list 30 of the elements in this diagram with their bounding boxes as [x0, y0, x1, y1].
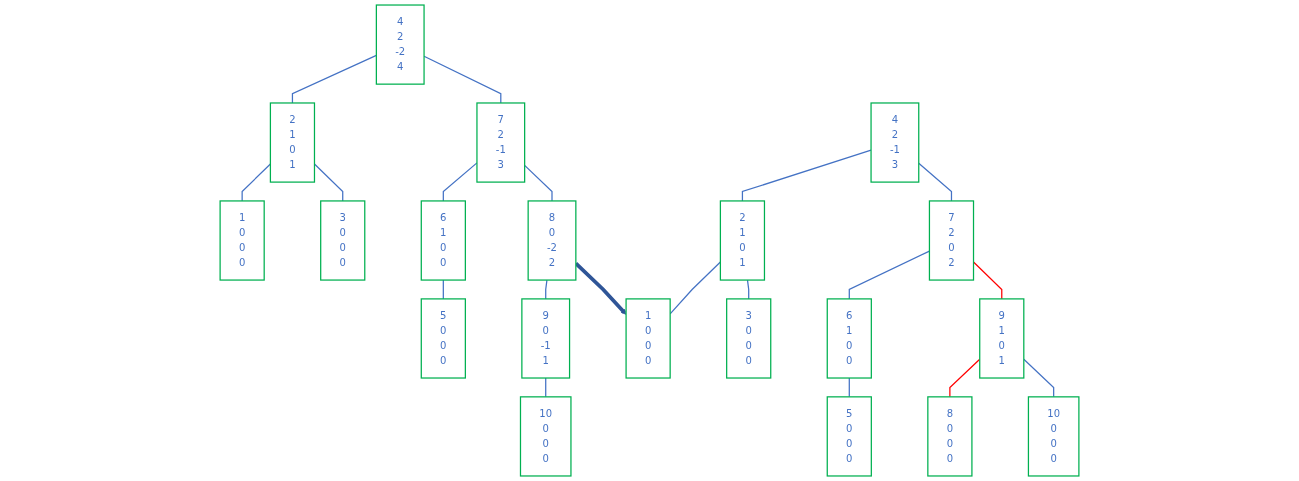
node-box: 1 0 0 0: [219, 200, 265, 281]
node-box: 2 1 0 1: [269, 102, 316, 183]
node-box: 4 2 -1 3: [870, 102, 920, 183]
connector: [291, 54, 377, 104]
connector: [918, 162, 953, 202]
node-box: 5 0 0 0: [826, 396, 872, 477]
node-box: 9 1 0 1: [979, 298, 1025, 379]
node-box: 8 0 -2 2: [527, 200, 577, 281]
connector: [524, 164, 553, 202]
node-box: 10 0 0 0: [519, 396, 572, 477]
node-box: 3 0 0 0: [726, 298, 772, 379]
node-box: 2 1 0 1: [719, 200, 766, 281]
connector: [848, 377, 850, 398]
node-box: 7 2 -1 3: [476, 102, 526, 183]
node-box: 10 0 0 0: [1027, 396, 1080, 477]
node-box: 8 0 0 0: [927, 396, 973, 477]
node-box: 5 0 0 0: [420, 298, 466, 379]
connector: [442, 279, 444, 300]
connector: [741, 149, 872, 202]
connector: [746, 279, 750, 300]
connector: [545, 279, 548, 300]
connector: [545, 377, 547, 398]
node-box: 3 0 0 0: [320, 200, 366, 281]
node-box: 6 1 0 0: [420, 200, 466, 281]
connector: [1023, 358, 1055, 398]
node-box: 4 2 -2 4: [375, 4, 425, 85]
node-box: 1 0 0 0: [625, 298, 671, 379]
node-box: 6 1 0 0: [826, 298, 872, 379]
node-box: 7 2 0 2: [928, 200, 975, 281]
node-box: 9 0 -1 1: [521, 298, 571, 379]
